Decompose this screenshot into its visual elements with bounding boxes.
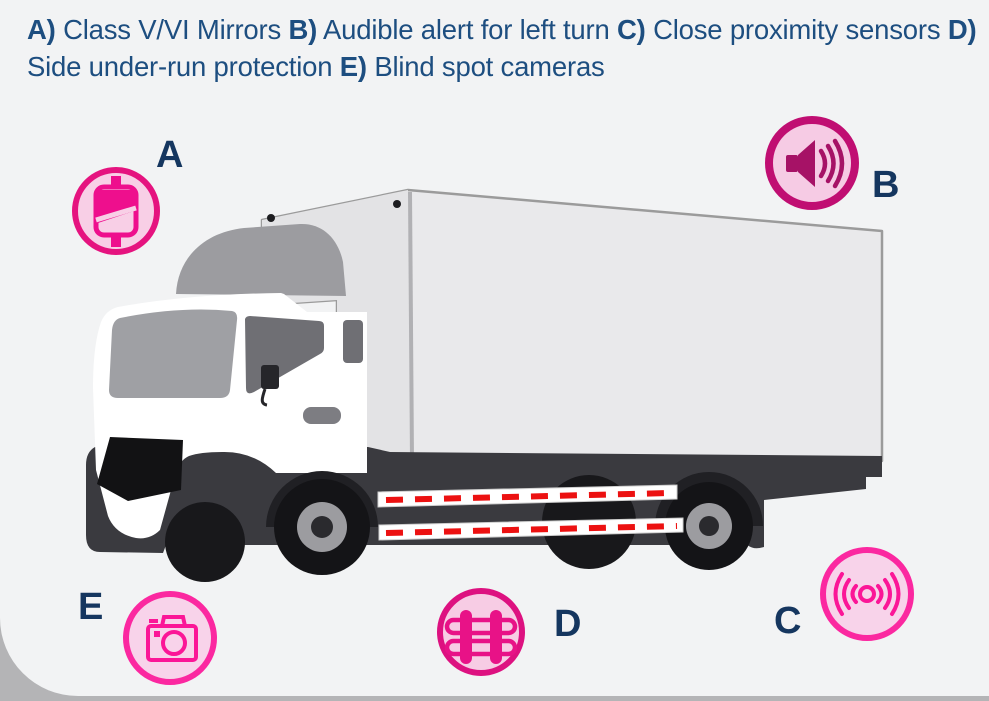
blindspot-camera-icon bbox=[123, 591, 217, 685]
callout-letter-C: C bbox=[774, 600, 802, 642]
barrier-glyph bbox=[444, 610, 518, 664]
mirror-glyph bbox=[93, 176, 139, 247]
underrun-protection-icon bbox=[437, 588, 525, 676]
waves-glyph bbox=[833, 572, 901, 616]
windshield bbox=[109, 309, 238, 398]
callout-letter-D: D bbox=[554, 603, 582, 645]
underrun-bars bbox=[377, 484, 684, 541]
callout-letter-A: A bbox=[156, 134, 184, 176]
roof-deflector bbox=[176, 223, 346, 296]
quarter-window bbox=[343, 320, 363, 363]
page-title: A) Class V/VI Mirrors B) Audible alert f… bbox=[27, 14, 977, 82]
class-mirror-icon bbox=[72, 167, 160, 255]
wheels bbox=[165, 475, 753, 582]
callout-letter-B: B bbox=[872, 164, 900, 206]
side-mirror bbox=[261, 365, 279, 389]
cab bbox=[93, 293, 367, 539]
speaker-glyph bbox=[786, 138, 845, 189]
front-grille bbox=[97, 437, 183, 501]
proximity-sensor-icon bbox=[820, 547, 914, 641]
camera-glyph bbox=[146, 615, 198, 662]
door-handle bbox=[303, 407, 341, 424]
callout-letter-E: E bbox=[78, 586, 104, 628]
audible-alert-icon bbox=[765, 116, 859, 210]
